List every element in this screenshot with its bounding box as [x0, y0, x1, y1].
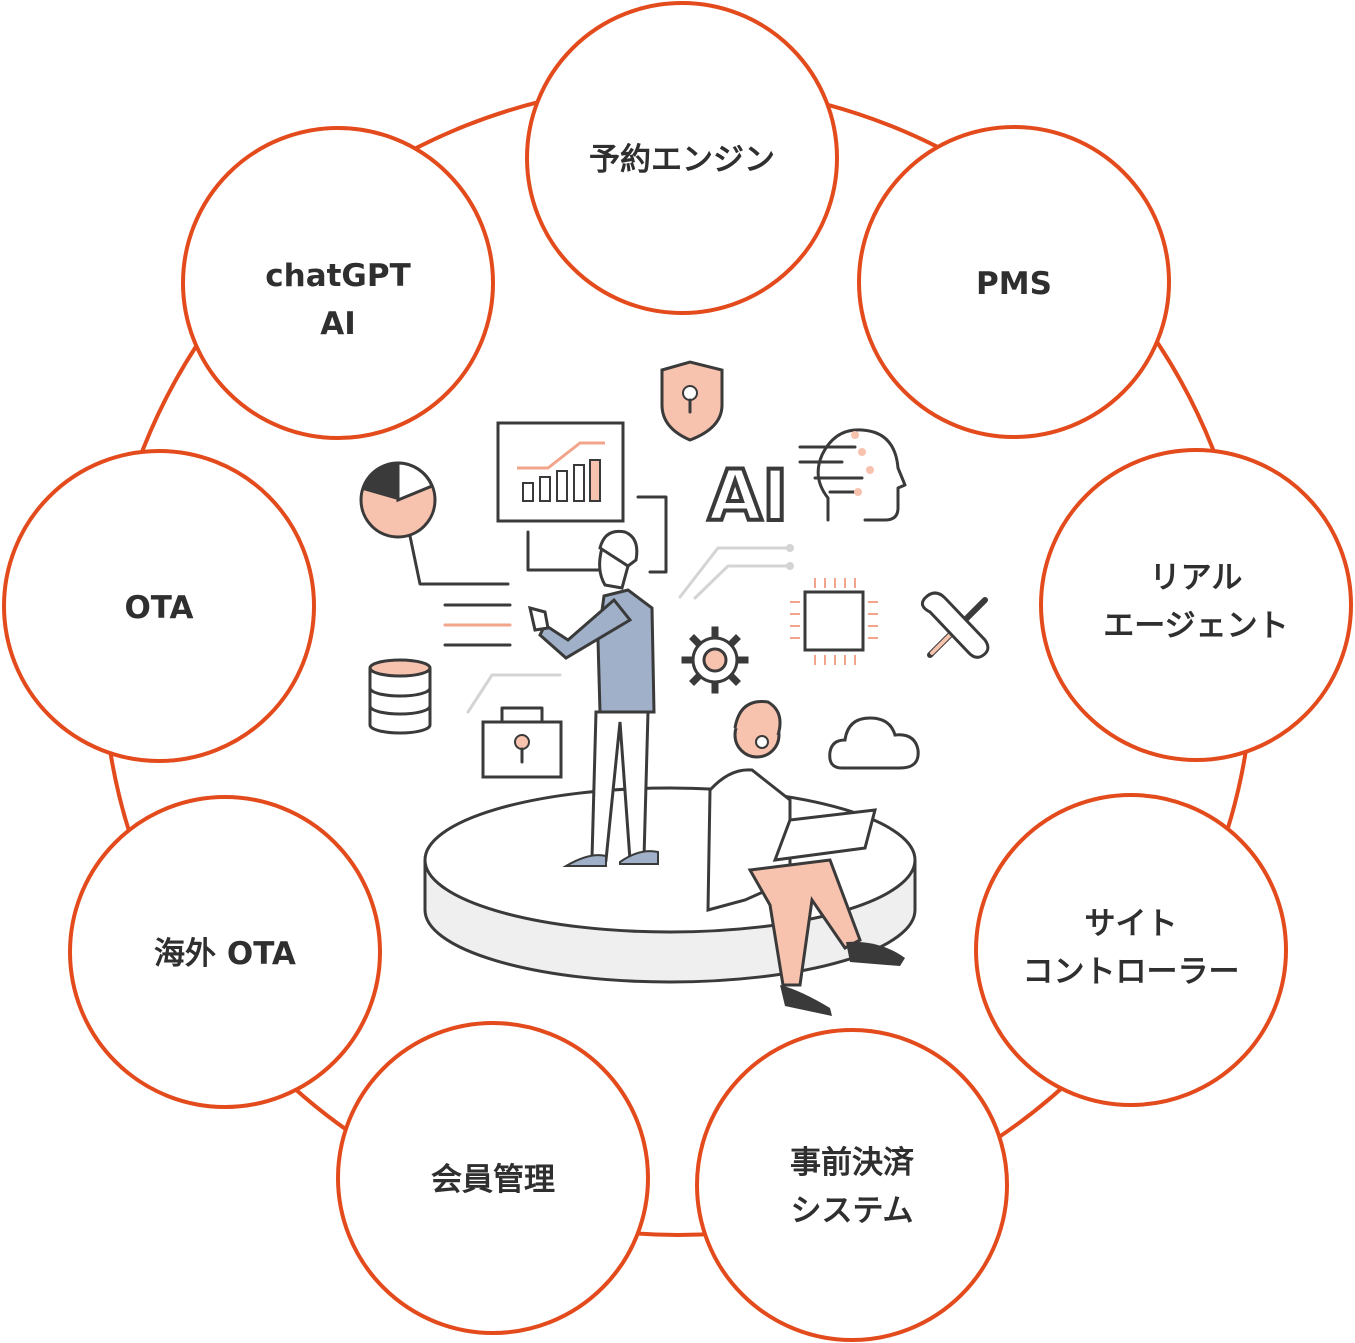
central-illustration: AI: [359, 360, 990, 1016]
cloud-icon: [828, 716, 920, 770]
node-reservation-engine: 予約エンジン: [525, 1, 839, 315]
node-real-agent: リアル エージェント: [1039, 448, 1353, 762]
node-prepayment-system: 事前決済 システム: [695, 1028, 1009, 1342]
node-label: エージェント: [1103, 608, 1288, 644]
node-pms: PMS: [857, 125, 1171, 439]
ai-head-icon: [798, 428, 907, 522]
database-icon: [368, 658, 432, 735]
node-label: 海外 OTA: [154, 936, 296, 972]
node-chatgpt-ai: chatGPT AI: [181, 126, 495, 440]
bar-chart-monitor-icon: [496, 421, 668, 574]
node-label: サイト: [1085, 906, 1178, 942]
node-label: OTA: [124, 590, 193, 626]
circuit-lines-icon: [678, 544, 794, 600]
pie-chart-icon: [359, 461, 510, 586]
list-lines-icon: [443, 603, 512, 647]
node-overseas-ota: 海外 OTA: [68, 795, 382, 1109]
node-label: 予約エンジン: [589, 142, 775, 178]
node-label: コントローラー: [1023, 954, 1240, 990]
ai-label: AI: [708, 455, 788, 537]
node-label: リアル: [1150, 560, 1243, 596]
gear-icon: [681, 626, 749, 694]
shield-lock-icon: [660, 360, 724, 442]
node-label: システム: [790, 1193, 913, 1229]
tools-icon: [920, 591, 990, 659]
sitting-person-figure: [706, 700, 905, 1016]
cpu-chip-icon: [790, 578, 878, 665]
node-membership: 会員管理: [336, 1021, 650, 1335]
node-label: AI: [320, 306, 356, 342]
standing-person-figure: [527, 529, 659, 867]
node-label: PMS: [976, 266, 1052, 302]
node-label: chatGPT: [265, 258, 411, 294]
padlock-icon: [466, 673, 563, 779]
node-label: 会員管理: [431, 1162, 555, 1198]
node-ota: OTA: [2, 449, 316, 763]
node-label: 事前決済: [790, 1145, 915, 1181]
node-site-controller: サイト コントローラー: [974, 793, 1288, 1107]
